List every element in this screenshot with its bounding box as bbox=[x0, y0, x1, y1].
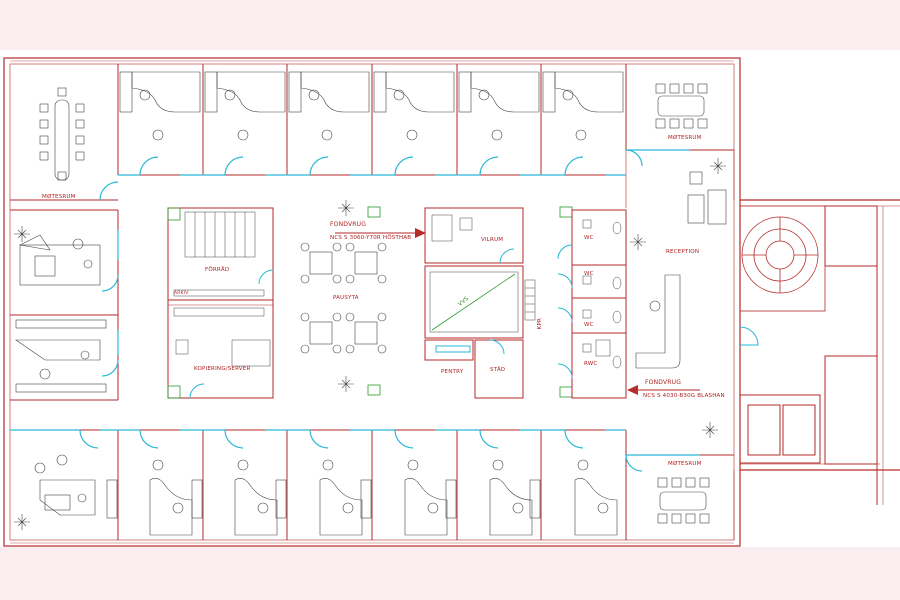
label-rwc: RWC bbox=[584, 361, 598, 367]
label-wc-2: WC bbox=[584, 271, 594, 277]
plan-sheet bbox=[0, 50, 900, 547]
label-forrad: FÖRRÅD bbox=[205, 267, 230, 273]
arrow-top bbox=[335, 228, 426, 238]
archive-shelves bbox=[173, 211, 271, 367]
left-glass bbox=[101, 230, 119, 377]
label-motesrum-topright: MØTESRUM bbox=[668, 135, 702, 141]
label-kopiering: KOPIERING/SERVER bbox=[194, 366, 251, 372]
east-structure bbox=[739, 205, 884, 505]
label-pentry: PENTRY bbox=[441, 369, 464, 375]
wc-doors bbox=[557, 244, 573, 379]
label-stad: STÄD bbox=[490, 367, 506, 373]
meeting-table-topleft bbox=[39, 87, 85, 181]
meeting-table-bottomright bbox=[657, 477, 710, 524]
label-ncs-top: NCS S 3060-Y70R HÖSTHAB bbox=[330, 235, 412, 241]
bottom-chairs bbox=[34, 454, 609, 514]
label-wc-3: WC bbox=[584, 322, 594, 328]
arrow-bottom bbox=[627, 385, 700, 395]
plants bbox=[14, 158, 726, 530]
east-doors bbox=[739, 326, 759, 346]
top-glass-fronts bbox=[99, 149, 690, 201]
label-reception: RECEPTION bbox=[666, 249, 700, 255]
corridor-outline bbox=[625, 150, 735, 540]
label-ncs-bottom: NCS S 4030-B30G BLASHAN bbox=[643, 393, 725, 399]
pause-tables bbox=[300, 242, 387, 354]
label-fonvrug-bottom: FONDVRUG bbox=[645, 379, 682, 386]
vvs-diagonal bbox=[431, 273, 516, 331]
service-doors bbox=[435, 248, 515, 355]
label-kpr: KPR bbox=[537, 318, 543, 330]
label-motesrum-bottomright: MØTESRUM bbox=[668, 461, 702, 467]
label-motesrum-topleft: MØTESRUM bbox=[42, 194, 76, 200]
wc-fixtures bbox=[582, 219, 622, 369]
label-wc-1: WC bbox=[584, 235, 594, 241]
wc-block bbox=[571, 209, 627, 399]
bottom-glass-fronts bbox=[10, 429, 700, 472]
service-block bbox=[424, 207, 524, 399]
label-fonvrug-top: FONDVRUG bbox=[330, 221, 367, 228]
bottom-desks bbox=[39, 478, 618, 536]
top-chairs bbox=[139, 89, 587, 141]
storage-doors bbox=[189, 269, 274, 399]
wall-hatch bbox=[10, 60, 734, 544]
reception-desk bbox=[635, 171, 727, 369]
meeting-table-topright bbox=[655, 83, 708, 129]
service-details bbox=[429, 214, 536, 333]
storage-block bbox=[167, 207, 274, 399]
stairwell bbox=[739, 205, 826, 312]
top-desks bbox=[119, 71, 624, 113]
label-vilrum: VILRUM bbox=[481, 237, 504, 243]
label-arkiv: ARKIV bbox=[174, 291, 189, 296]
left-desks bbox=[15, 234, 107, 393]
label-pausyta: PAUSYTA bbox=[333, 295, 359, 301]
